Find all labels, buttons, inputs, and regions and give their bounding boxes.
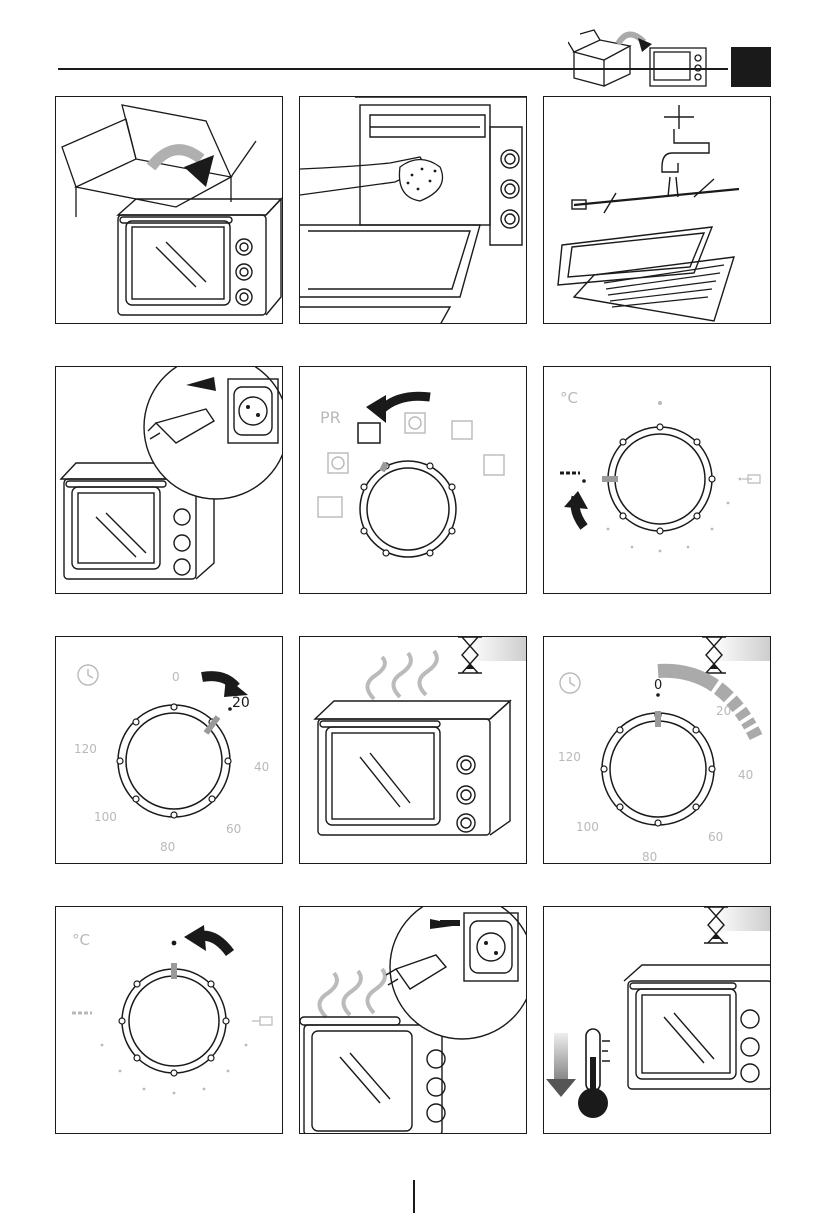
header-unpack-icon — [568, 22, 718, 92]
step-cool-down-panel — [543, 906, 771, 1134]
timer-label-0: 0 — [172, 670, 180, 684]
step-unplug-panel — [299, 906, 527, 1134]
timer-countdown-illustration: 0 20 40 60 80 100 120 — [544, 637, 771, 864]
timer-label-20: 20 — [716, 704, 731, 718]
timer-label-120: 120 — [558, 750, 581, 764]
timer-label-20: 20 — [232, 695, 250, 711]
wash-accessories-illustration — [544, 97, 771, 324]
step-wash-accessories-panel — [543, 96, 771, 324]
timer-label-120: 120 — [74, 742, 97, 756]
step-timer-countdown-panel: 0 20 40 60 80 100 120 — [543, 636, 771, 864]
step-select-program-panel: PR — [299, 366, 527, 594]
language-tab — [731, 47, 771, 87]
program-label: PR — [320, 408, 341, 427]
cool-down-illustration — [544, 907, 771, 1134]
timer-label-100: 100 — [576, 820, 599, 834]
step-set-temperature-panel: °C — [543, 366, 771, 594]
timer-label-100: 100 — [94, 810, 117, 824]
timer-label-40: 40 — [254, 760, 269, 774]
step-heat-empty-panel — [299, 636, 527, 864]
clean-interior-illustration — [300, 97, 527, 324]
timer-label-80: 80 — [160, 840, 175, 854]
timer-label-0: 0 — [654, 678, 662, 693]
timer-label-80: 80 — [642, 850, 657, 864]
timer-dial-illustration: 0 20 40 60 80 100 120 — [56, 637, 283, 864]
step-unpack-panel — [55, 96, 283, 324]
temperature-dial-illustration: °C — [544, 367, 771, 594]
thermometer-icon — [578, 1029, 610, 1118]
temperature-unit-label: °C — [72, 931, 90, 949]
step-clean-interior-panel — [299, 96, 527, 324]
unpack-illustration — [56, 97, 283, 324]
step-turn-off-temperature-panel: °C — [55, 906, 283, 1134]
page-footer-rule — [413, 1180, 415, 1213]
plug-in-illustration — [56, 367, 283, 594]
timer-label-60: 60 — [226, 822, 241, 836]
temperature-unit-label: °C — [560, 389, 578, 407]
temperature-off-illustration: °C — [56, 907, 283, 1134]
heat-empty-oven-illustration — [300, 637, 527, 864]
timer-label-40: 40 — [738, 768, 753, 782]
program-dial-illustration: PR — [300, 367, 527, 594]
timer-label-60: 60 — [708, 830, 723, 844]
step-set-timer-panel: 0 20 40 60 80 100 120 — [55, 636, 283, 864]
unplug-illustration — [300, 907, 527, 1134]
step-plug-in-panel — [55, 366, 283, 594]
